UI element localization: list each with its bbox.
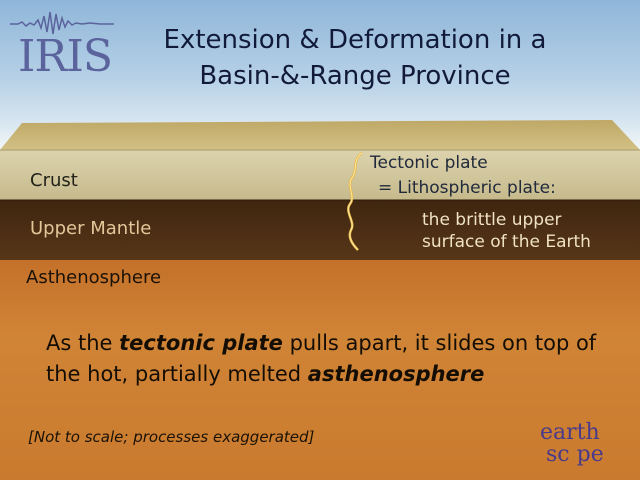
annotation-line-4: surface of the Earth [422, 232, 591, 252]
page-title: Extension & Deformation in a Basin-&-Ran… [125, 22, 585, 94]
annotation-line-2: = Lithospheric plate: [378, 178, 556, 198]
title-line-1: Extension & Deformation in a [163, 25, 547, 55]
annotation-line-3: the brittle upper [422, 210, 562, 230]
crust-label: Crust [30, 170, 78, 191]
caption-text: As the tectonic plate pulls apart, it sl… [46, 328, 626, 390]
asthenosphere-layer [0, 258, 640, 480]
scale-note: [Not to scale; processes exaggerated] [28, 428, 315, 446]
earthscope-line-1: earth [540, 420, 600, 445]
crust-layer [0, 150, 640, 200]
annotation-line-1: Tectonic plate [370, 153, 488, 173]
caption-part-2: pulls apart, it slides on top of the hot… [46, 331, 597, 386]
iris-logo-text: IRIS [18, 31, 113, 82]
title-line-2: Basin-&-Range Province [199, 61, 511, 91]
caption-term-asthenosphere: asthenosphere [307, 362, 485, 386]
iris-logo-icon: IRIS [8, 6, 118, 82]
caption-part-1: As the [46, 331, 120, 355]
earthscope-logo-icon: earth sc pe [540, 422, 604, 466]
seismogram-icon [10, 11, 114, 35]
caption-term-tectonic-plate: tectonic plate [119, 331, 283, 355]
upper-mantle-label: Upper Mantle [30, 218, 152, 239]
crust-top-surface [0, 120, 640, 150]
asthenosphere-label: Asthenosphere [26, 267, 162, 288]
upper-mantle-layer [0, 200, 640, 260]
earthscope-line-2: sc pe [546, 442, 604, 467]
